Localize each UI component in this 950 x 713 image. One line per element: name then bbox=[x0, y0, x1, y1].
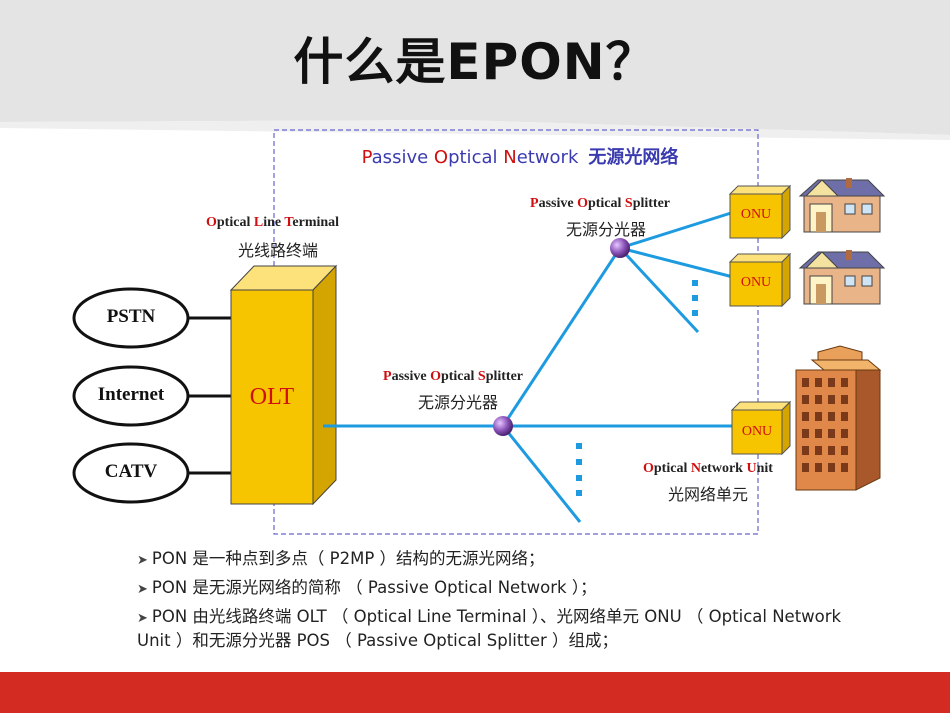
onu-label-3: ONU bbox=[741, 424, 773, 439]
onu-label-2: ONU bbox=[740, 275, 772, 290]
bullet-arrow-icon: ➤ bbox=[137, 553, 148, 568]
footer-band bbox=[0, 672, 950, 713]
onu-label-en: Optical Network Unit bbox=[643, 461, 773, 476]
service-internet: Internet bbox=[97, 384, 165, 405]
olt-label-cn: 光线路终端 bbox=[238, 241, 319, 260]
bullet-item: ➤PON 是一种点到多点（ P2MP ）结构的无源光网络； bbox=[137, 549, 545, 568]
pstn-ellipse bbox=[72, 287, 190, 349]
house-icon bbox=[798, 178, 886, 233]
bullet-item: ➤PON 是无源光网络的简称 （ Passive Optical Network… bbox=[137, 578, 597, 597]
catv-ellipse bbox=[72, 442, 190, 504]
onu-label-1: ONU bbox=[740, 207, 772, 222]
internet-ellipse bbox=[72, 365, 190, 427]
olt-box-label: OLT bbox=[249, 384, 295, 410]
pon-boundary bbox=[273, 129, 759, 535]
olt-box bbox=[229, 264, 338, 506]
splitter-main-label-en: Passive Optical Splitter bbox=[383, 369, 524, 384]
splitter-main-node bbox=[493, 416, 513, 436]
onu-label-cn: 光网络单元 bbox=[668, 485, 749, 504]
splitter-top-node bbox=[610, 238, 630, 258]
onu-box-1 bbox=[728, 184, 792, 240]
slide-title: 什么是EPON？ bbox=[293, 33, 657, 91]
bullet-list: ➤PON 是一种点到多点（ P2MP ）结构的无源光网络； ➤PON 是无源光网… bbox=[137, 548, 857, 657]
bullet-item: ➤PON 由光线路终端 OLT （ Optical Line Terminal … bbox=[137, 607, 842, 650]
service-catv: CATV bbox=[104, 461, 158, 482]
splitter-top-label-en: Passive Optical Splitter bbox=[530, 196, 671, 211]
onu-box-3 bbox=[730, 400, 792, 456]
bullet-arrow-icon: ➤ bbox=[137, 582, 148, 597]
service-pstn: PSTN bbox=[106, 306, 156, 327]
splitter-top-label-cn: 无源分光器 bbox=[566, 220, 647, 239]
house-icon bbox=[798, 250, 886, 305]
splitter-main-label-cn: 无源分光器 bbox=[418, 393, 499, 412]
office-building-icon bbox=[795, 345, 882, 491]
olt-label-en: Optical Line Terminal bbox=[206, 215, 340, 230]
bullet-arrow-icon: ➤ bbox=[137, 611, 148, 626]
onu-box-2 bbox=[728, 252, 792, 308]
